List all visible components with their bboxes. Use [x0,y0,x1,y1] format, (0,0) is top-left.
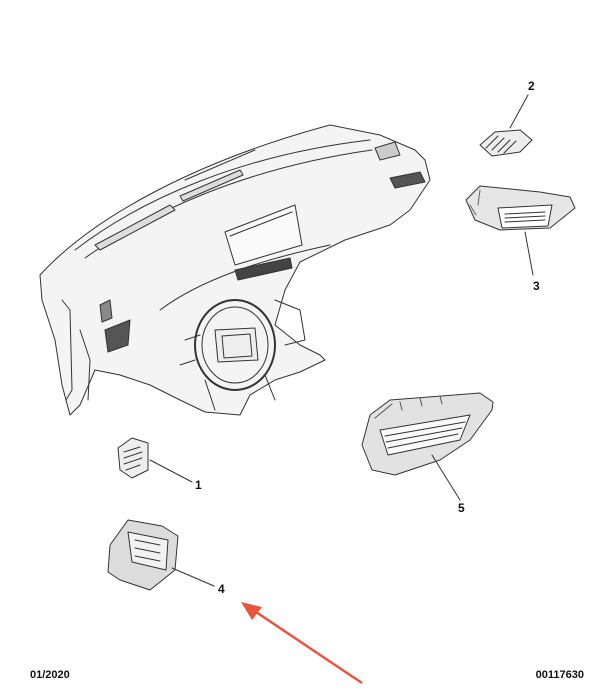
callout-2: 2 [528,79,535,93]
diagram-reference: 00117630 [535,669,584,681]
callout-5: 5 [458,501,465,515]
callout-3: 3 [533,279,540,293]
diagram-date: 01/2020 [30,669,70,681]
dashboard-assembly [39,124,431,416]
part-1-grille [117,437,193,483]
part-3-center-vent [465,185,576,276]
part-5-vent-assembly [361,392,494,501]
part-4-switch-module [107,519,215,591]
part-2-side-vent [479,94,533,157]
callout-1: 1 [195,478,202,492]
callout-4: 4 [218,582,225,596]
pointer-arrow [241,602,363,685]
